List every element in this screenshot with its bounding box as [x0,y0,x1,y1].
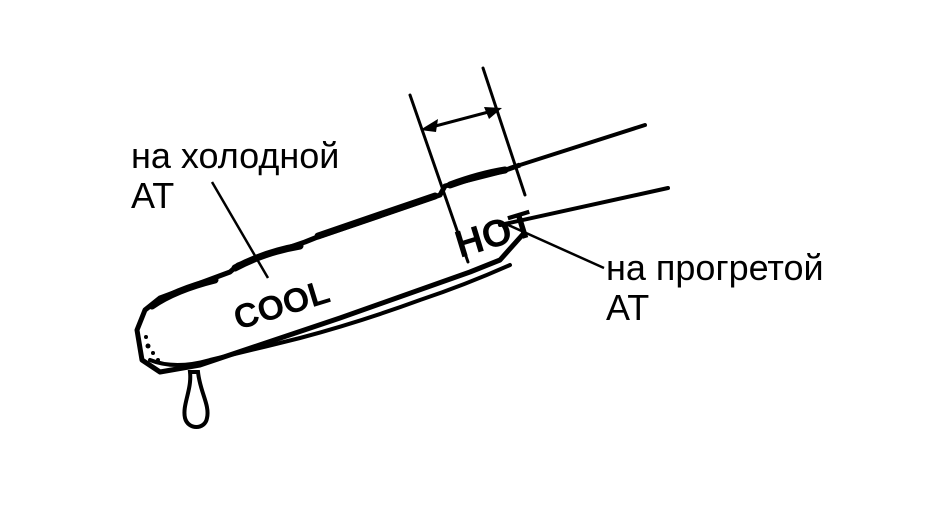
dipstick-shaft [498,123,670,227]
label-hot-line1: на прогретой [606,247,824,288]
label-cold-transmission: на холодной АТ [131,136,339,216]
oil-droplet-icon [182,370,210,429]
label-hot-line2: АТ [606,287,650,328]
leader-line-cold [210,181,270,279]
oil-stipple [144,335,160,362]
arrow-head-right-icon [484,107,502,119]
oil-film-top [148,166,509,310]
label-cold-line1: на холодной [131,135,340,176]
label-cold-line2: АТ [131,175,175,216]
cool-mark: COOL [229,273,334,338]
leader-line-hot [505,222,605,270]
label-hot-transmission: на прогретой АТ [606,248,824,328]
arrow-head-left-icon [420,119,438,132]
oil-film-bottom [148,263,512,367]
hot-mark: HOT [450,203,539,267]
hot-range-indicator [408,66,527,264]
